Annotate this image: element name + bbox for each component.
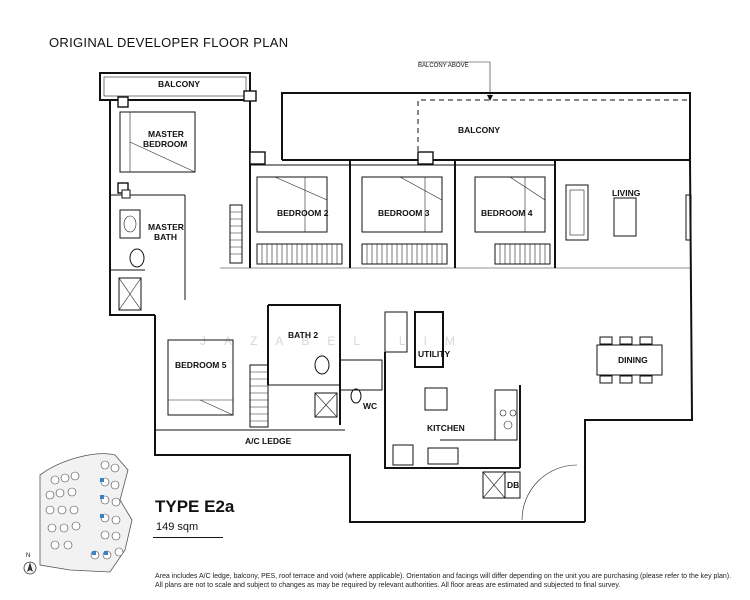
master-bath-fixtures xyxy=(118,209,145,311)
kitchen-label: KITCHEN xyxy=(427,423,465,433)
main-balcony-outline xyxy=(281,92,691,160)
db-label: DB xyxy=(507,480,519,490)
unit-type-title: TYPE E2a xyxy=(155,497,235,516)
bedroom-4-label: BEDROOM 4 xyxy=(481,208,533,218)
master-bath-label-line2: BATH xyxy=(154,232,177,242)
wc-label: WC xyxy=(363,401,377,411)
area-underline xyxy=(153,537,223,538)
beds xyxy=(119,111,546,416)
north-arrow-icon xyxy=(23,561,37,575)
ac-ledge-label: A/C LEDGE xyxy=(245,436,292,446)
living-furniture xyxy=(565,184,637,241)
living-label: LIVING xyxy=(612,188,641,198)
balcony-above-dashed-outline xyxy=(417,99,690,160)
watermark: JAZABEL LIM xyxy=(200,334,473,348)
bath-2-label: BATH 2 xyxy=(288,330,318,340)
unit-area: 149 sqm xyxy=(156,521,199,533)
page-heading: ORIGINAL DEVELOPER FLOOR PLAN xyxy=(49,35,289,50)
outer-walls xyxy=(99,61,694,523)
structural-columns xyxy=(117,90,434,199)
disclaimer-line-1: Area includes A/C ledge, balcony, PES, r… xyxy=(155,573,732,580)
service-area-walls xyxy=(267,304,578,521)
disclaimer-line-2: All plans are not to scale and subject t… xyxy=(155,582,621,589)
wardrobes xyxy=(229,204,551,428)
living-window xyxy=(685,194,692,241)
balcony-above-label: BALCONY ABOVE xyxy=(418,63,469,69)
balcony-top-left-label: BALCONY xyxy=(158,79,200,89)
bedroom-row-walls xyxy=(249,160,556,268)
key-plan-map xyxy=(39,453,133,573)
master-bath-label-line1: MASTER xyxy=(148,222,184,232)
master-bedroom-label-line1: MASTER xyxy=(148,129,184,139)
top-left-balcony-outline xyxy=(99,72,251,101)
north-label: N xyxy=(26,553,30,559)
dining-furniture xyxy=(596,336,663,384)
utility-label: UTILITY xyxy=(418,349,450,359)
bedroom-5-label: BEDROOM 5 xyxy=(175,360,227,370)
master-bedroom-label-line2: BEDROOM xyxy=(143,139,187,149)
balcony-main-label: BALCONY xyxy=(458,125,500,135)
bedroom-2-label: BEDROOM 2 xyxy=(277,208,329,218)
dining-label: DINING xyxy=(618,355,648,365)
disclaimer: Area includes A/C ledge, balcony, PES, r… xyxy=(155,572,745,590)
bedroom-3-label: BEDROOM 3 xyxy=(378,208,430,218)
